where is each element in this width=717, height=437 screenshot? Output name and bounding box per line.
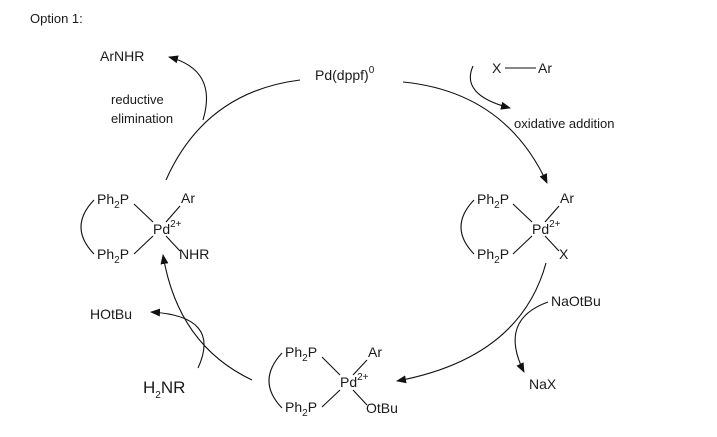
left-nhr-ligand: NHR bbox=[179, 246, 209, 262]
reagent-h2nr: H2NR bbox=[143, 378, 185, 401]
arrow-amine-exchange bbox=[150, 308, 205, 369]
right-ar-ligand: Ar bbox=[560, 190, 574, 206]
catalyst-pd-dppf: Pd(dppf)0 bbox=[315, 65, 375, 83]
arc-ligand-exchange bbox=[396, 262, 547, 384]
step-label-reductive: reductive bbox=[111, 92, 164, 107]
chelate-arc-left bbox=[80, 199, 95, 255]
arrow-reagent-entry bbox=[469, 65, 511, 110]
svg-text:Pd(dppf)0: Pd(dppf)0 bbox=[315, 65, 375, 83]
catalyst-label: Pd(dppf) bbox=[315, 67, 369, 83]
byproduct-nax: NaX bbox=[529, 376, 557, 392]
complex-left: Ph2P Ph2P Pd2+ Ar NHR bbox=[80, 190, 209, 266]
reagent-naotbu: NaOtBu bbox=[551, 293, 601, 309]
chelate-arc-bottom bbox=[268, 352, 283, 409]
step-label-oxidative-addition: oxidative addition bbox=[514, 116, 614, 131]
svg-text:Ph2P: Ph2P bbox=[97, 191, 129, 211]
product-arnhr: ArNHR bbox=[100, 48, 144, 64]
chelate-arc-right bbox=[460, 199, 475, 255]
reagent-ar: Ar bbox=[538, 60, 552, 76]
reagent-x: X bbox=[492, 60, 502, 76]
catalyst-oxidation-state: 0 bbox=[369, 65, 375, 76]
svg-text:Pd2+: Pd2+ bbox=[153, 219, 182, 237]
complex-right: Ph2P Ph2P Pd2+ Ar X bbox=[460, 190, 574, 266]
arc-oxidative-addition bbox=[402, 81, 548, 184]
svg-text:Ph2P: Ph2P bbox=[97, 246, 129, 266]
svg-text:Ph2P: Ph2P bbox=[477, 191, 509, 211]
bottom-ar-ligand: Ar bbox=[368, 344, 382, 360]
byproduct-hotbu: HOtBu bbox=[90, 306, 132, 322]
complex-bottom: Ph2P Ph2P Pd2+ Ar OtBu bbox=[268, 344, 398, 419]
arc-reductive-elimination bbox=[165, 79, 301, 181]
svg-text:Pd2+: Pd2+ bbox=[532, 219, 561, 237]
bottom-otbu-ligand: OtBu bbox=[366, 400, 398, 416]
step-label-elimination: elimination bbox=[111, 111, 173, 126]
arc-amine-coordination bbox=[160, 254, 253, 381]
right-x-ligand: X bbox=[559, 246, 569, 262]
arrow-product-release bbox=[168, 55, 207, 121]
svg-text:Pd2+: Pd2+ bbox=[340, 372, 369, 390]
option-title: Option 1: bbox=[30, 11, 83, 26]
svg-text:Ph2P: Ph2P bbox=[285, 344, 317, 364]
svg-text:Ph2P: Ph2P bbox=[285, 399, 317, 419]
svg-text:Ph2P: Ph2P bbox=[477, 246, 509, 266]
left-ar-ligand: Ar bbox=[181, 190, 195, 206]
arrow-base-exchange bbox=[514, 301, 549, 373]
